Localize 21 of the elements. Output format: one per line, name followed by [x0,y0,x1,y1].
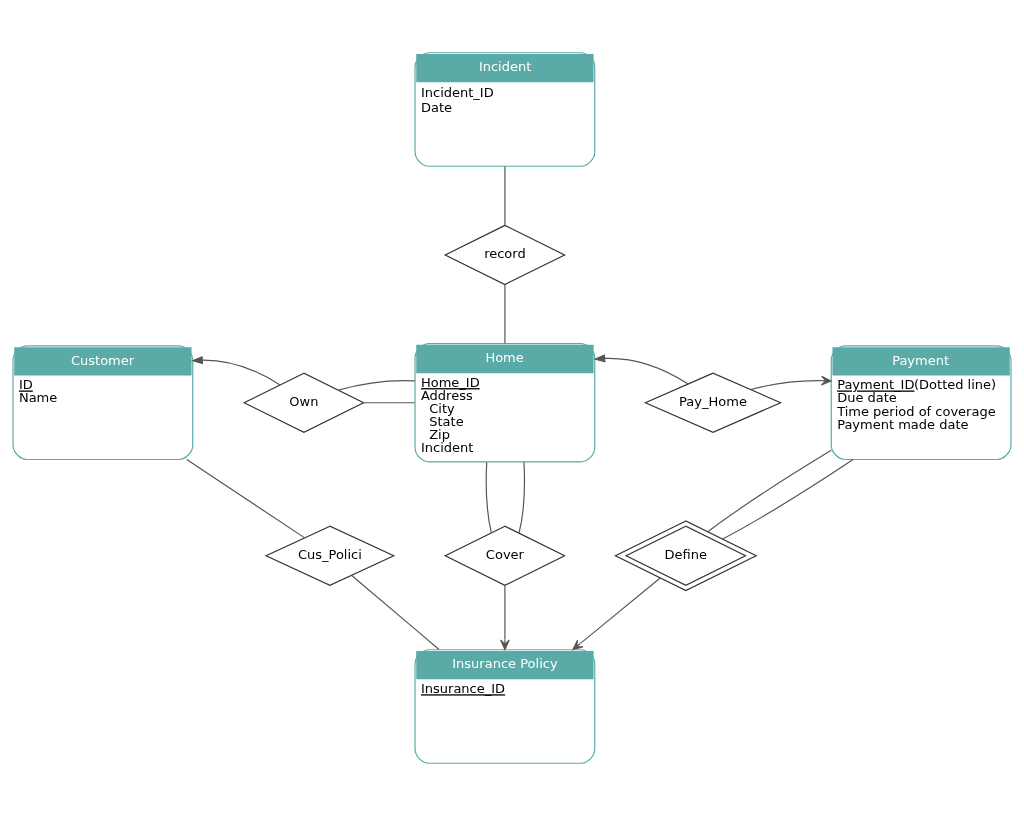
connector [351,574,440,650]
arrow [572,577,661,650]
connector [485,461,492,533]
node-diamond: Cover [443,525,566,586]
node-diamond: Own [242,372,365,433]
connector [337,379,416,391]
connector [504,165,506,226]
node-diamond: Cus_Polici [264,525,396,586]
node-diamond: record [443,224,566,285]
node-diamond: Define [614,519,758,591]
connector [518,461,525,534]
connector [707,449,832,532]
arrow [191,355,281,385]
arrow [750,375,832,390]
connector [504,283,506,344]
node-diamond: Pay_Home [643,372,783,433]
connector [363,401,416,403]
arrow [500,584,510,650]
arrow [593,353,689,384]
connector [186,458,305,538]
connector [722,458,854,540]
